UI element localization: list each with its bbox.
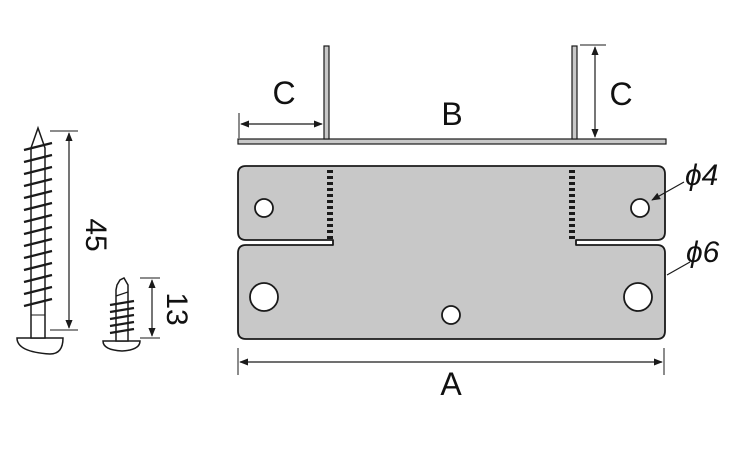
short-screw-threads <box>109 299 135 335</box>
long-screw-length-label: 45 <box>79 218 112 251</box>
bracket-side-view: C B C <box>237 44 667 145</box>
bracket-top-view: ϕ4 ϕ6 A <box>237 159 720 402</box>
long-screw-threads <box>23 141 53 308</box>
phi6-label: ϕ6 <box>686 236 720 269</box>
small-hole-right <box>630 198 650 218</box>
phi6-leader <box>666 261 691 276</box>
left-bend-perforation <box>327 170 333 239</box>
small-hole-left <box>254 198 274 218</box>
short-screw: 13 <box>102 277 193 352</box>
flat-plate <box>237 165 666 340</box>
small-hole-center <box>441 305 461 325</box>
long-screw-head <box>16 337 64 355</box>
c-right-label: C <box>609 76 632 112</box>
phi4-label: ϕ4 <box>685 159 718 192</box>
side-view-left-flange <box>323 45 330 140</box>
side-view-right-flange <box>571 45 578 140</box>
short-screw-head <box>102 340 141 352</box>
phi4-leader <box>651 181 685 201</box>
large-hole-left <box>249 282 279 312</box>
a-label: A <box>440 366 462 402</box>
c-left-label: C <box>272 75 295 111</box>
right-bend-perforation <box>569 170 575 239</box>
short-screw-length-label: 13 <box>160 292 193 325</box>
b-label: B <box>441 96 462 132</box>
large-hole-right <box>623 282 653 312</box>
long-screw: 45 <box>16 125 112 355</box>
side-view-base <box>237 138 667 145</box>
